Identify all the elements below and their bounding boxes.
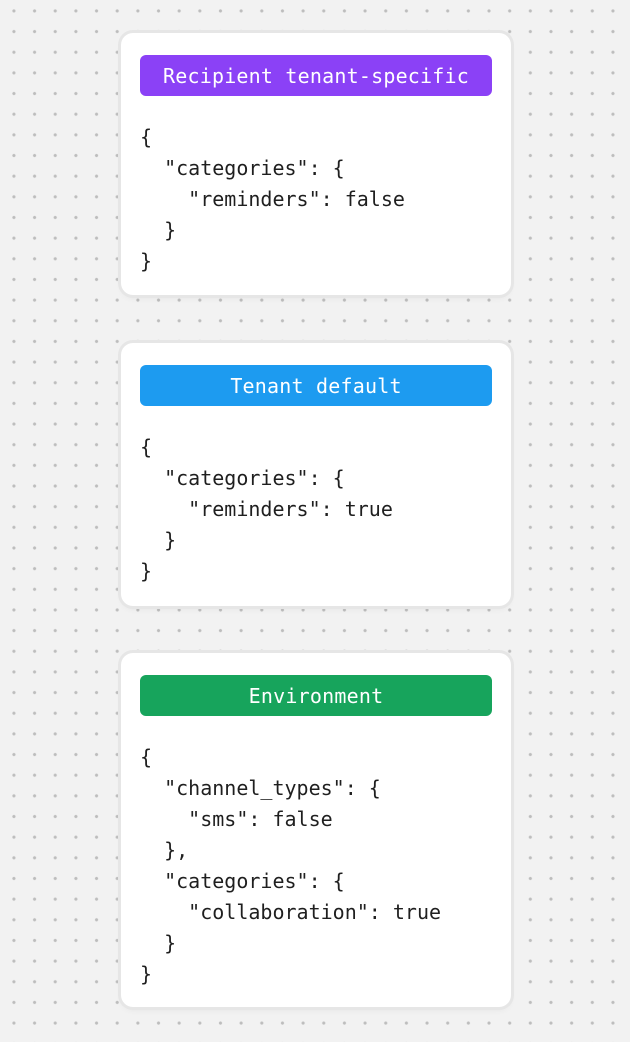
badge-label: Tenant default [230,373,402,398]
badge-label: Recipient tenant-specific [162,63,470,88]
badge-label: Environment [248,683,384,708]
json-code-block: { "categories": { "reminders": false } } [140,125,405,273]
card-tenant-default: Tenant default { "categories": { "remind… [121,343,511,606]
card-environment: Environment { "channel_types": { "sms": … [121,653,511,1007]
environment-badge: Environment [140,675,492,716]
card-recipient-tenant-specific: Recipient tenant-specific { "categories"… [121,33,511,295]
json-code-block: { "categories": { "reminders": true } } [140,435,393,583]
json-code-block: { "channel_types": { "sms": false }, "ca… [140,745,442,986]
tenant-default-badge: Tenant default [140,365,492,406]
recipient-tenant-specific-badge: Recipient tenant-specific [140,55,492,96]
